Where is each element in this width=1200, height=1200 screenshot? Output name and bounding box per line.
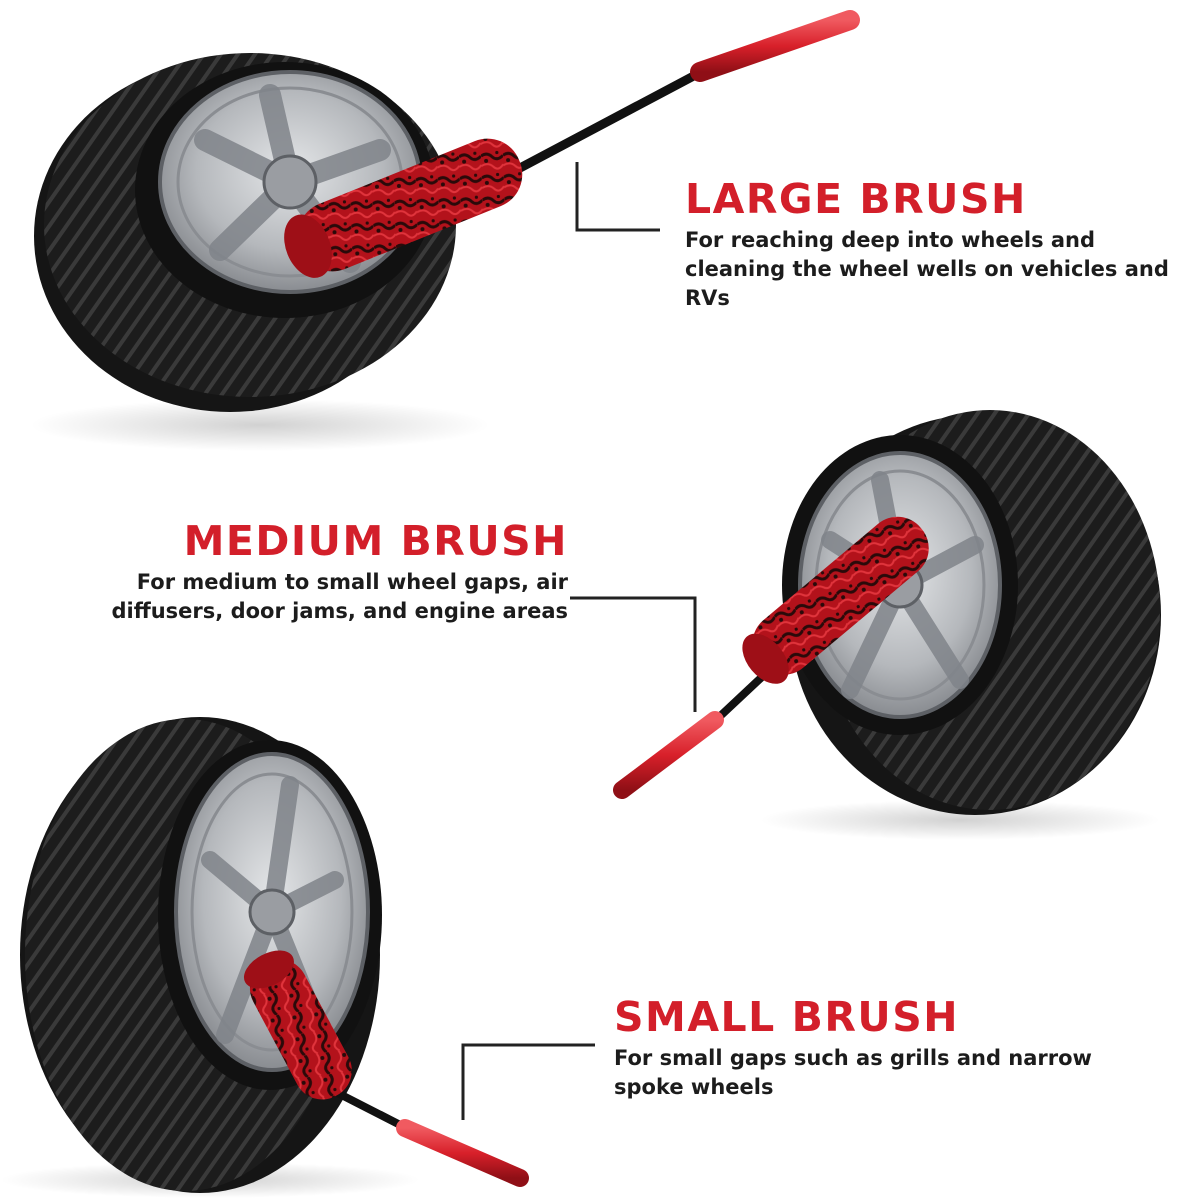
wheel-brush-icon xyxy=(284,10,860,278)
leader-line-icon xyxy=(461,1043,595,1120)
leader-line-icon xyxy=(575,162,660,232)
large-brush-description: For reaching deep into wheels and cleani… xyxy=(685,228,1169,310)
leader-line-icon xyxy=(570,596,697,712)
small-brush-description: For small gaps such as grills and narrow… xyxy=(614,1046,1092,1099)
medium-brush-title: MEDIUM BRUSH xyxy=(183,517,568,565)
tire-small-scene xyxy=(0,717,595,1198)
medium-brush-callout: MEDIUM BRUSH For medium to small wheel g… xyxy=(80,518,568,626)
wheel-brush-icon xyxy=(243,950,529,1187)
large-brush-title: LARGE BRUSH xyxy=(685,175,1027,223)
small-brush-callout: SMALL BRUSH For small gaps such as grill… xyxy=(614,994,1094,1102)
tire-medium-scene xyxy=(570,410,1161,840)
large-brush-callout: LARGE BRUSH For reaching deep into wheel… xyxy=(685,176,1185,313)
wheel-rim-icon xyxy=(174,752,370,1072)
wheel-brush-icon xyxy=(613,516,929,799)
medium-brush-description: For medium to small wheel gaps, air diff… xyxy=(111,570,568,623)
tire-large-scene xyxy=(30,10,860,451)
small-brush-title: SMALL BRUSH xyxy=(614,993,960,1041)
